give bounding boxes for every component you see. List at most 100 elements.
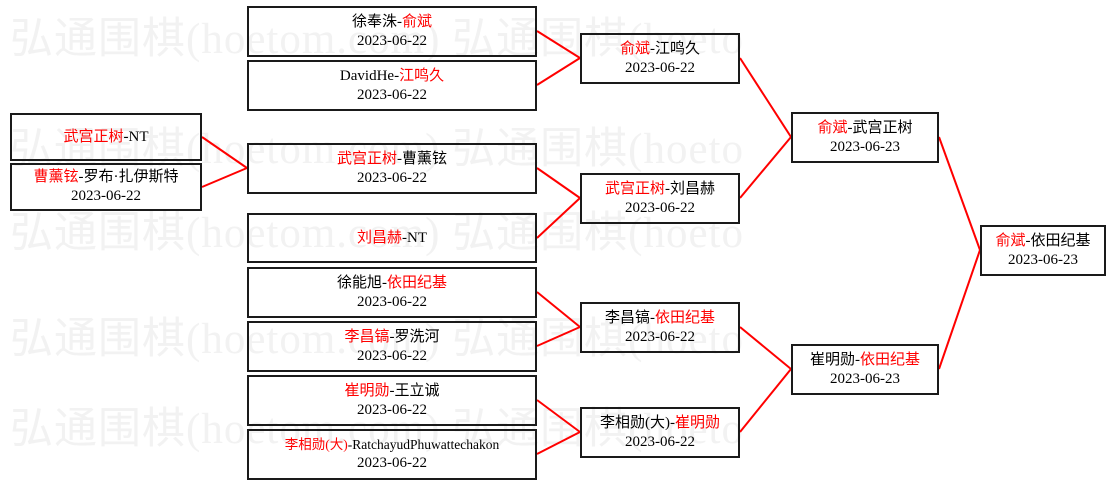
match-players: 李相勋(大)-RatchayudPhuwattechakon	[285, 437, 499, 454]
match-players: 刘昌赫-NT	[357, 229, 427, 248]
player-separator: -	[1025, 232, 1031, 249]
connector-line	[739, 136, 792, 199]
player-right: 刘昌赫	[670, 180, 716, 197]
match-box[interactable]: 武宫正树-NT	[10, 113, 202, 161]
match-players: DavidHe-江鸣久	[340, 67, 444, 86]
match-date: 2023-06-22	[71, 188, 141, 204]
player-right: NT	[407, 229, 427, 246]
player-left: 李相勋(大)	[284, 436, 348, 452]
match-date: 2023-06-22	[625, 433, 695, 450]
connector-line	[938, 249, 981, 370]
connector-line	[536, 167, 581, 199]
match-players: 崔明勋-依田纪基	[810, 351, 920, 370]
player-left: 徐能旭	[336, 274, 382, 291]
match-players: 徐奉洙-俞斌	[352, 13, 432, 32]
player-separator: -	[347, 436, 353, 452]
player-separator: -	[402, 229, 407, 246]
player-right: 依田纪基	[860, 351, 921, 368]
match-players: 武宫正树-刘昌赫	[605, 180, 715, 199]
match-players: 俞斌-江鸣久	[620, 40, 700, 59]
connector-line	[938, 136, 981, 251]
player-right: 依田纪基	[387, 274, 448, 291]
match-date: 2023-06-22	[357, 347, 427, 364]
player-right: 江鸣久	[655, 40, 701, 57]
player-separator: -	[123, 128, 129, 145]
player-separator: -	[669, 414, 675, 431]
player-separator: -	[650, 309, 655, 326]
match-box[interactable]: 刘昌赫-NT	[247, 213, 537, 263]
connector-line	[201, 167, 248, 188]
match-players: 俞斌-依田纪基	[995, 232, 1090, 251]
player-separator: -	[382, 274, 387, 291]
connector-line	[536, 197, 581, 239]
player-right: 依田纪基	[1030, 232, 1091, 249]
player-right: 罗布·扎伊斯特	[83, 169, 179, 186]
match-players: 李昌镐-罗洗河	[344, 328, 439, 347]
player-separator: -	[847, 119, 853, 136]
connector-line	[739, 368, 792, 433]
match-date: 2023-06-22	[625, 328, 695, 345]
player-left: 武宫正树	[63, 128, 124, 145]
player-left: 俞斌	[619, 40, 650, 57]
match-date: 2023-06-22	[625, 59, 695, 76]
player-left: 李相勋(大)	[599, 414, 670, 431]
connector-line	[536, 326, 581, 347]
player-right: NT	[128, 128, 149, 145]
player-separator: -	[78, 169, 84, 186]
player-right: 崔明勋	[674, 414, 720, 431]
player-right: 依田纪基	[655, 309, 716, 326]
connector-line	[201, 136, 248, 169]
match-players: 曹薰铉-罗布·扎伊斯特	[33, 168, 178, 187]
player-left: 崔明勋	[809, 351, 855, 368]
player-left: 俞斌	[817, 119, 848, 136]
match-players: 崔明勋-王立诚	[344, 382, 439, 401]
player-left: 刘昌赫	[356, 229, 402, 246]
player-separator: -	[394, 67, 400, 84]
player-right: 曹薰铉	[402, 150, 448, 167]
player-separator: -	[650, 40, 655, 57]
player-right: 罗洗河	[394, 328, 440, 345]
player-separator: -	[397, 150, 402, 167]
match-date: 2023-06-23	[830, 138, 900, 155]
match-date: 2023-06-22	[357, 454, 427, 471]
player-left: 李昌镐	[604, 309, 650, 326]
match-date: 2023-06-22	[357, 401, 427, 418]
player-right: 江鸣久	[399, 67, 445, 84]
player-left: 武宫正树	[604, 180, 665, 197]
connector-line	[536, 30, 581, 59]
match-players: 俞斌-武宫正树	[817, 119, 912, 138]
match-players: 李相勋(大)-崔明勋	[600, 414, 720, 433]
player-separator: -	[665, 180, 670, 197]
match-date: 2023-06-23	[830, 370, 900, 387]
player-right: RatchayudPhuwattechakon	[352, 436, 500, 452]
match-date: 2023-06-22	[357, 86, 427, 103]
player-left: 李昌镐	[344, 328, 390, 345]
match-box[interactable]: 武宫正树-曹薰铉 2023-06-22	[247, 143, 537, 194]
player-right: 王立诚	[394, 382, 440, 399]
player-separator: -	[389, 382, 395, 399]
player-right: 俞斌	[402, 13, 433, 30]
connector-line	[536, 431, 581, 455]
player-separator: -	[855, 351, 860, 368]
match-players: 李昌镐-依田纪基	[605, 309, 715, 328]
match-date: 2023-06-22	[357, 169, 427, 186]
match-date: 2023-06-23	[1008, 251, 1078, 268]
player-left: 武宫正树	[336, 150, 397, 167]
match-date: 2023-06-22	[357, 32, 427, 49]
